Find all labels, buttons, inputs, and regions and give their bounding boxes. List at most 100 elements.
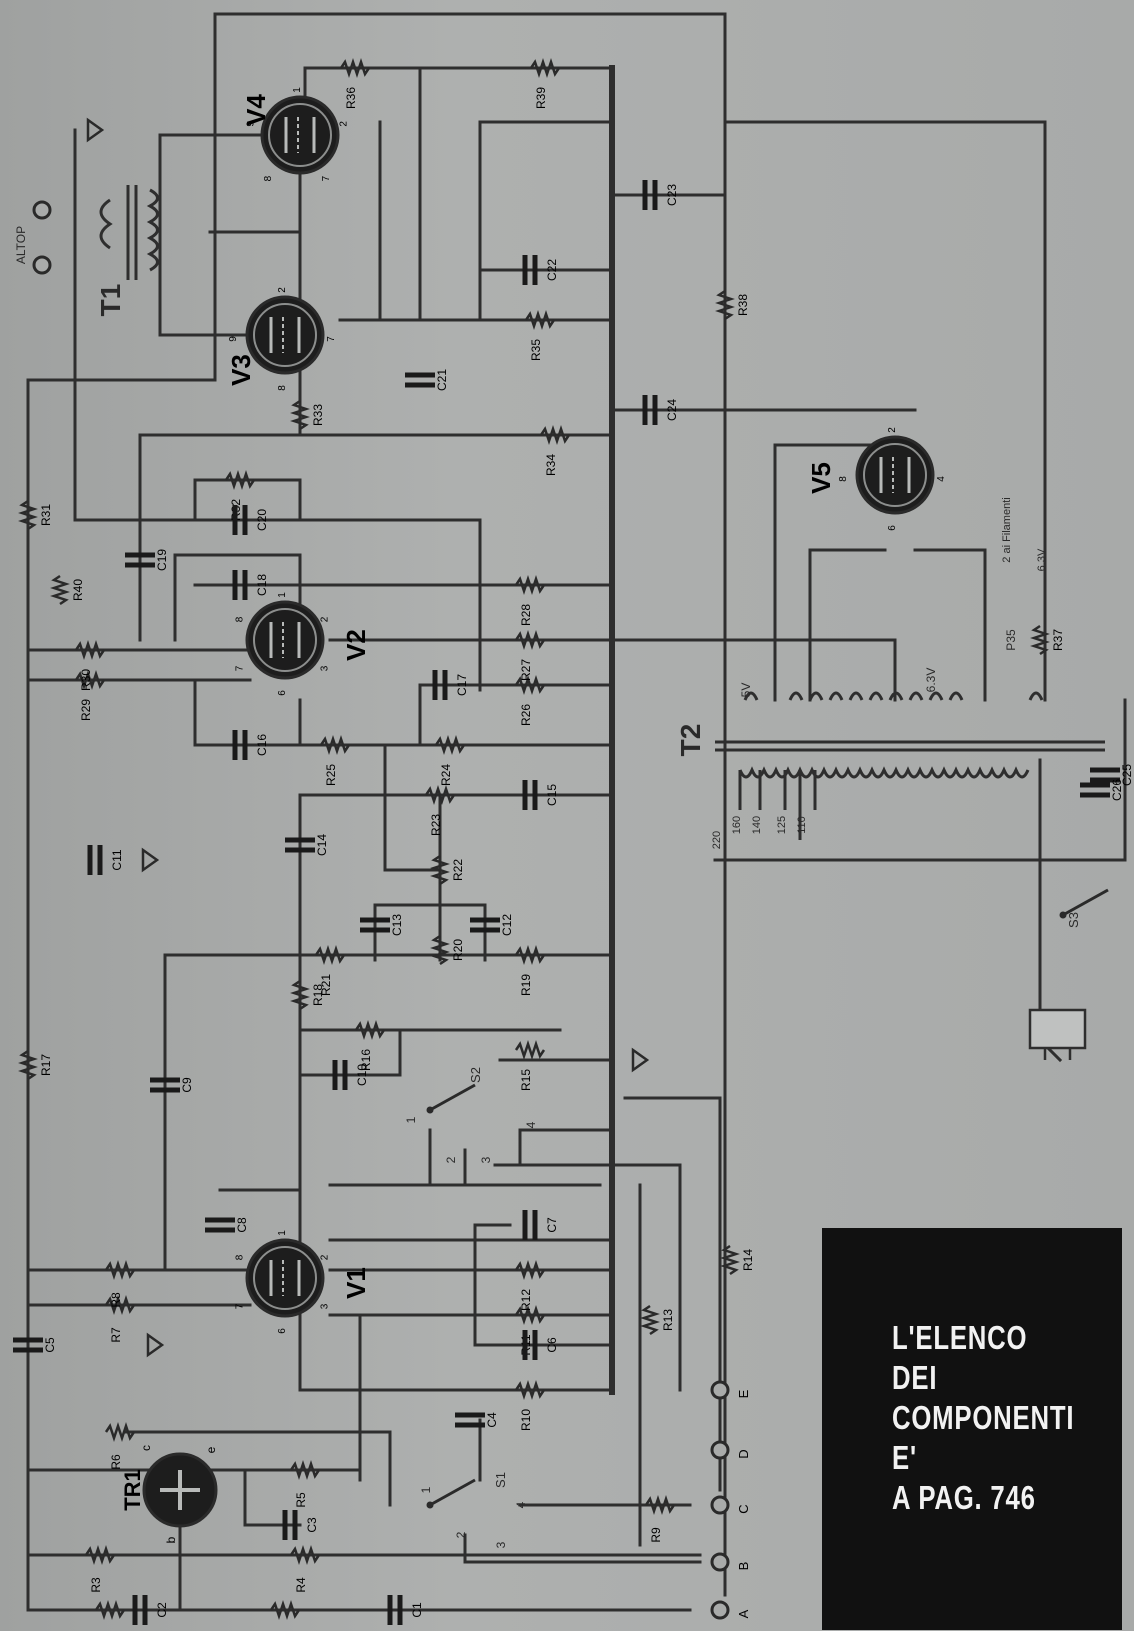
capacitor-c12: [470, 917, 500, 933]
transformer-tap: 125: [776, 816, 788, 834]
resistor-r37: [1030, 624, 1050, 656]
notice-line: L'ELENCO: [892, 1319, 1028, 1356]
resistor-label: R12: [519, 1289, 533, 1311]
switch-s2: [426, 1083, 476, 1114]
resistor-r9: [644, 1495, 676, 1515]
resistor-label: R38: [736, 294, 750, 316]
resistor-label: R17: [39, 1054, 53, 1076]
tube-pin-number: 2: [339, 121, 350, 127]
capacitor-label: C23: [665, 184, 679, 206]
transformer-label: T1: [95, 284, 126, 317]
transformer-tap: 140: [751, 816, 763, 834]
resistor-label: R34: [544, 454, 558, 476]
resistor-r6: [104, 1422, 136, 1442]
ground-symbol: [141, 847, 160, 873]
ground-symbol: [146, 1332, 165, 1358]
resistor-r4: [289, 1545, 321, 1565]
capacitor-c10: [332, 1060, 348, 1090]
tube-label: V2: [341, 629, 371, 661]
resistor-label: R10: [519, 1409, 533, 1431]
capacitor-label: C4: [485, 1412, 499, 1428]
capacitor-c5: [13, 1337, 43, 1353]
resistor-r30: [74, 640, 106, 660]
capacitor-label: C15: [545, 784, 559, 806]
resistor-label: R21: [319, 974, 333, 996]
capacitor-c21: [405, 372, 435, 388]
resistor-r31: [18, 499, 38, 531]
transistor-pin: c: [139, 1445, 153, 1451]
resistor-label: R31: [39, 504, 53, 526]
capacitor-label: C2: [155, 1602, 169, 1618]
tube-pin-number: 3: [319, 665, 330, 671]
capacitor-label: C21: [435, 369, 449, 391]
resistor-r8: [104, 1260, 136, 1280]
resistor-label: R13: [661, 1309, 675, 1331]
transistor-tr1: [142, 1452, 218, 1528]
resistor-r13: [640, 1304, 660, 1336]
capacitor-label: C9: [180, 1077, 194, 1093]
resistor-r19: [514, 945, 546, 965]
capacitor-label: C16: [255, 734, 269, 756]
capacitor-c25: [1090, 767, 1120, 783]
capacitor-label: C14: [315, 834, 329, 856]
capacitor-label: C11: [110, 849, 124, 870]
capacitor-c14: [285, 837, 315, 853]
notice-line: A PAG. 746: [892, 1479, 1036, 1516]
tube-pin-number: 2: [887, 427, 898, 433]
resistor-r3: [84, 1545, 116, 1565]
capacitor-c4: [455, 1412, 485, 1428]
tube-pin-number: 1: [292, 87, 303, 93]
tube-pin-number: 7: [235, 665, 246, 671]
tube-pin-number: 2: [319, 616, 330, 622]
ground-symbol: [631, 1047, 650, 1073]
capacitor-c22: [522, 255, 538, 285]
tube-pin-number: 1: [277, 592, 288, 598]
capacitor-label: C17: [455, 674, 469, 696]
filament-label: 2 ai Filamenti: [1001, 497, 1013, 562]
resistor-r32: [224, 470, 256, 490]
resistor-r24: [434, 735, 466, 755]
tube-pin-number: 7: [326, 336, 337, 342]
tube-pin-number: 1: [277, 1230, 288, 1236]
tube-v1: [245, 1238, 325, 1318]
resistor-label: R24: [439, 764, 453, 786]
capacitor-label: C3: [305, 1517, 319, 1533]
resistor-label: R8: [109, 1292, 123, 1308]
switch-label: S2: [468, 1067, 483, 1083]
terminal-label: D: [736, 1449, 751, 1458]
switch-position: 3: [494, 1541, 508, 1548]
capacitor-c18: [232, 570, 248, 600]
capacitor-label: C13: [390, 914, 404, 936]
output-label: ALTOP: [14, 226, 28, 264]
notice-line: COMPONENTI: [892, 1399, 1075, 1436]
resistor-r23: [424, 785, 456, 805]
switch-label: S3: [1066, 912, 1081, 928]
terminal-label: E: [736, 1389, 751, 1398]
resistor-r39: [529, 58, 561, 78]
tube-v5: [855, 435, 935, 515]
resistor-label: R16: [359, 1049, 373, 1071]
terminal-a: [710, 1600, 730, 1620]
resistor-r1: [269, 1600, 301, 1620]
resistor-label: R22: [451, 859, 465, 881]
switch-position: 1: [404, 1116, 418, 1123]
resistor-r20: [430, 934, 450, 966]
capacitor-c1: [387, 1595, 403, 1625]
resistor-r21: [314, 945, 346, 965]
resistor-label: R9: [649, 1527, 663, 1543]
terminal-e: [710, 1380, 730, 1400]
capacitor-c9: [150, 1077, 180, 1093]
capacitor-c26: [1080, 782, 1110, 798]
resistor-r28: [514, 575, 546, 595]
resistor-r16: [354, 1020, 386, 1040]
capacitor-label: C19: [155, 549, 169, 571]
tube-label: V1: [341, 1267, 371, 1299]
capacitor-label: C10: [355, 1064, 369, 1086]
resistor-label: R3: [89, 1577, 103, 1593]
resistor-r14: [720, 1244, 740, 1276]
tube-pin-number: 8: [838, 476, 849, 482]
resistor-r35: [524, 310, 556, 330]
capacitor-c23: [642, 180, 658, 210]
tube-pin-number: 3: [319, 1303, 330, 1309]
